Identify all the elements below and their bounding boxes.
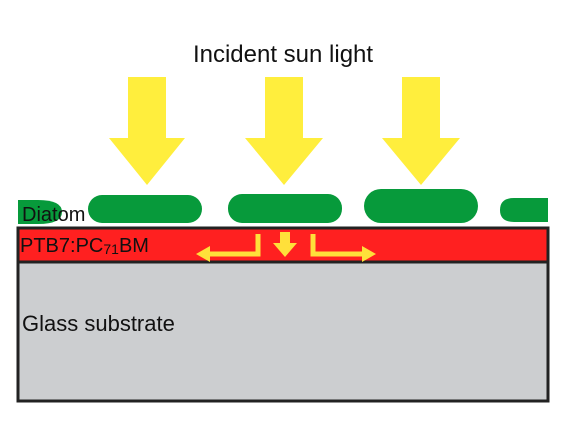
glass-substrate-label: Glass substrate — [22, 311, 175, 336]
scatter-arrow-left — [208, 234, 261, 257]
diatom-layer — [18, 189, 548, 224]
scatter-arrow-right-head — [362, 246, 376, 262]
diagram-title: Incident sun light — [193, 41, 373, 68]
diatom-label: Diatom — [22, 204, 85, 226]
diatom-5 — [500, 198, 548, 222]
diatom-2 — [88, 195, 202, 223]
diatom-4 — [364, 189, 478, 223]
scatter-arrow-right — [310, 234, 364, 257]
sunlight-arrow-1 — [109, 77, 185, 185]
scatter-arrow-left-head — [196, 246, 210, 262]
diatom-1 — [18, 200, 62, 224]
glass-substrate-layer — [16, 259, 550, 403]
active-layer-label: PTB7:PC71BM — [20, 235, 149, 257]
diatom-3 — [228, 194, 342, 223]
scattering-arrows — [196, 232, 376, 262]
scatter-arrow-down — [273, 232, 297, 257]
sunlight-arrow-3 — [382, 77, 460, 185]
sunlight-arrow-2 — [245, 77, 323, 185]
sunlight-arrows — [109, 77, 460, 185]
